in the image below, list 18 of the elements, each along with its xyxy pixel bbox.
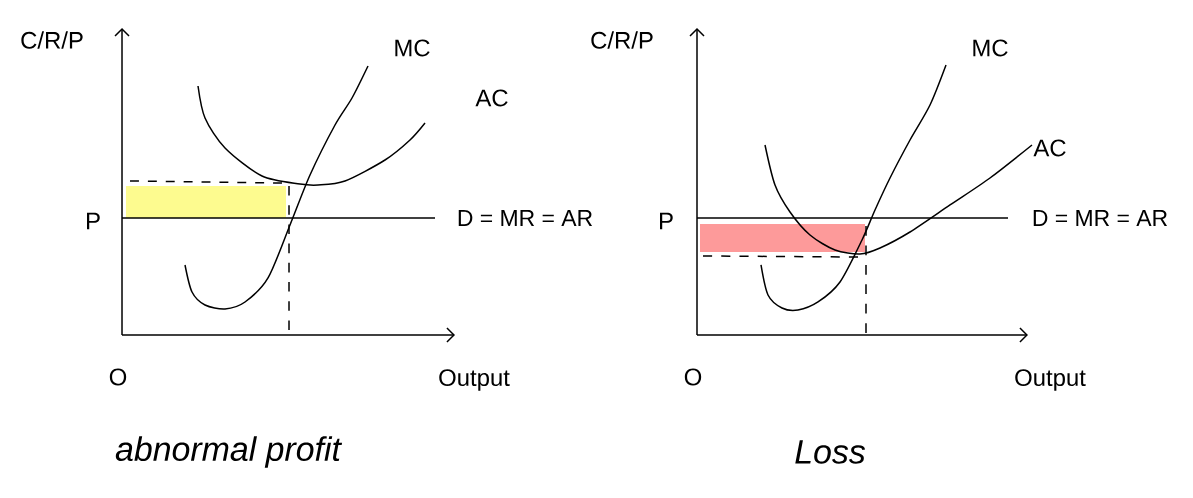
- curve-label: MC: [395, 39, 430, 57]
- axis-label: C/R/P: [591, 31, 653, 49]
- axis-label: P: [87, 212, 100, 230]
- shaded-area: [700, 224, 865, 252]
- curve-label: MC: [973, 39, 1008, 57]
- axis-label: P: [660, 212, 673, 230]
- axis-label: Output: [1015, 369, 1086, 391]
- curve-label: AC: [475, 89, 508, 107]
- curve-label: AC: [1033, 139, 1066, 157]
- caption: abnormal profit: [115, 436, 343, 468]
- origin-label: O: [684, 368, 702, 386]
- axis-label: Output: [439, 369, 510, 391]
- axis-label: C/R/P: [21, 31, 83, 49]
- origin-label: O: [109, 368, 127, 386]
- line-label: D = MR = AR: [458, 210, 593, 226]
- caption: Loss: [795, 440, 866, 464]
- line-label: D = MR = AR: [1033, 210, 1168, 226]
- shaded-area: [126, 186, 286, 218]
